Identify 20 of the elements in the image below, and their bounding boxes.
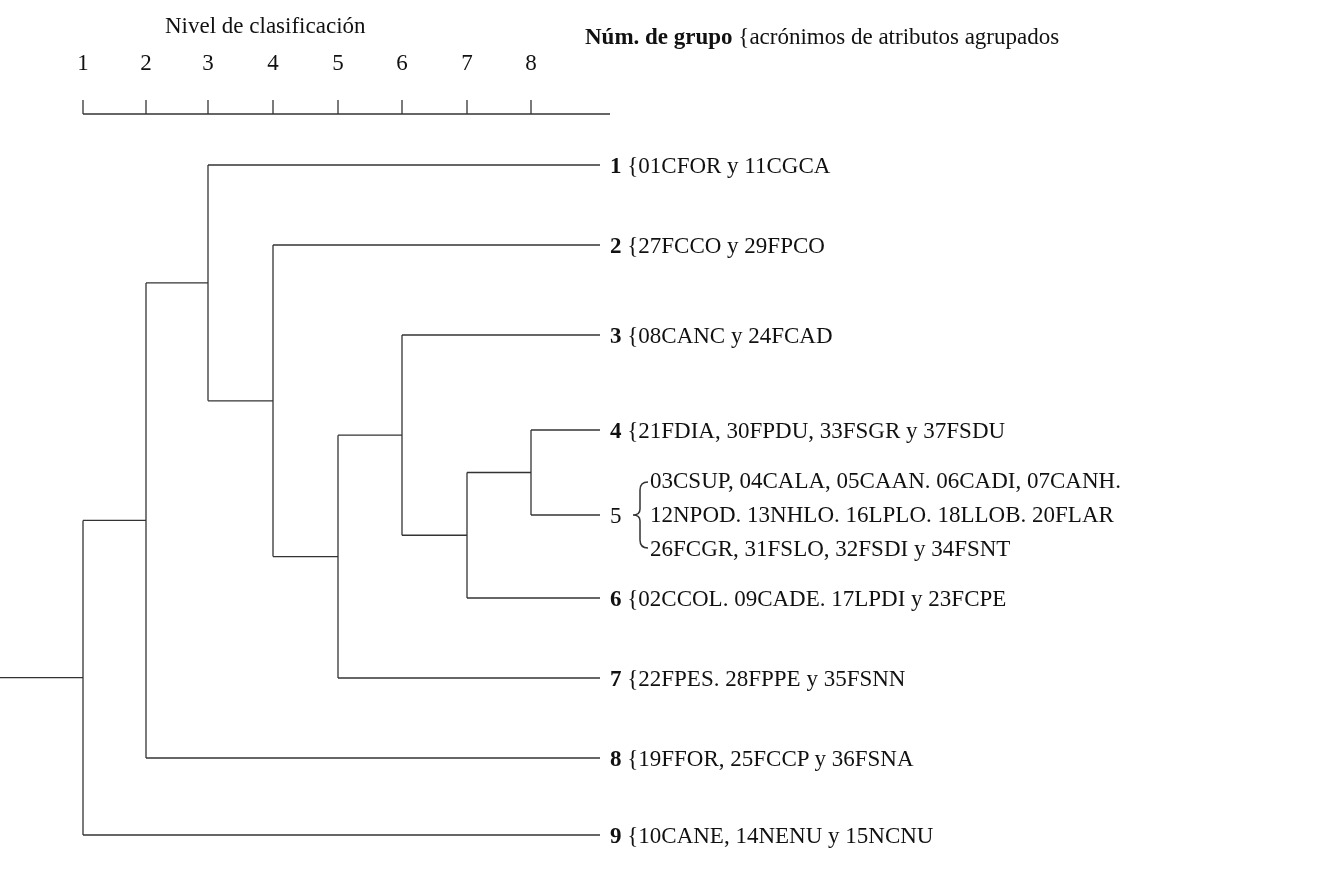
tick-label: 2: [140, 50, 152, 74]
axis-title: Nivel de clasificación: [165, 13, 366, 37]
group-label: 9 {10CANE, 14NENU y 15NCNU: [610, 823, 934, 847]
group-label: 6 {02CCOL. 09CADE. 17LPDI y 23FCPE: [610, 586, 1007, 610]
group-list: 03CSUP, 04CALA, 05CAAN. 06CADI, 07CANH. 12NPOD. 13NHLO. 16LPLO. 18LLOB. 20FLAR 26FCGR, 31FSLO, 32FSDI y 34FSNT: [650, 464, 1145, 566]
group-label: 2 {27FCCO y 29FPCO: [610, 233, 825, 257]
group-label: 3 {08CANC y 24FCAD: [610, 323, 833, 347]
group-label: 7 {22FPES. 28FPPE y 35FSNN: [610, 666, 906, 690]
tick-label: 7: [461, 50, 473, 74]
group-label: 8 {19FFOR, 25FCCP y 36FSNA: [610, 746, 914, 770]
tick-label: 5: [332, 50, 344, 74]
group-label: 1 {01CFOR y 11CGCA: [610, 153, 831, 177]
group-label: 4 {21FDIA, 30FPDU, 33FSGR y 37FSDU: [610, 418, 1006, 442]
tick-label: 8: [525, 50, 537, 74]
tick-label: 6: [396, 50, 408, 74]
column-header: Núm. de grupo {acrónimos de atributos agrupados: [585, 24, 1060, 48]
tick-label: 3: [202, 50, 214, 74]
group-label: 5: [610, 503, 622, 527]
tick-label: 1: [77, 50, 89, 74]
tick-label: 4: [267, 50, 279, 74]
